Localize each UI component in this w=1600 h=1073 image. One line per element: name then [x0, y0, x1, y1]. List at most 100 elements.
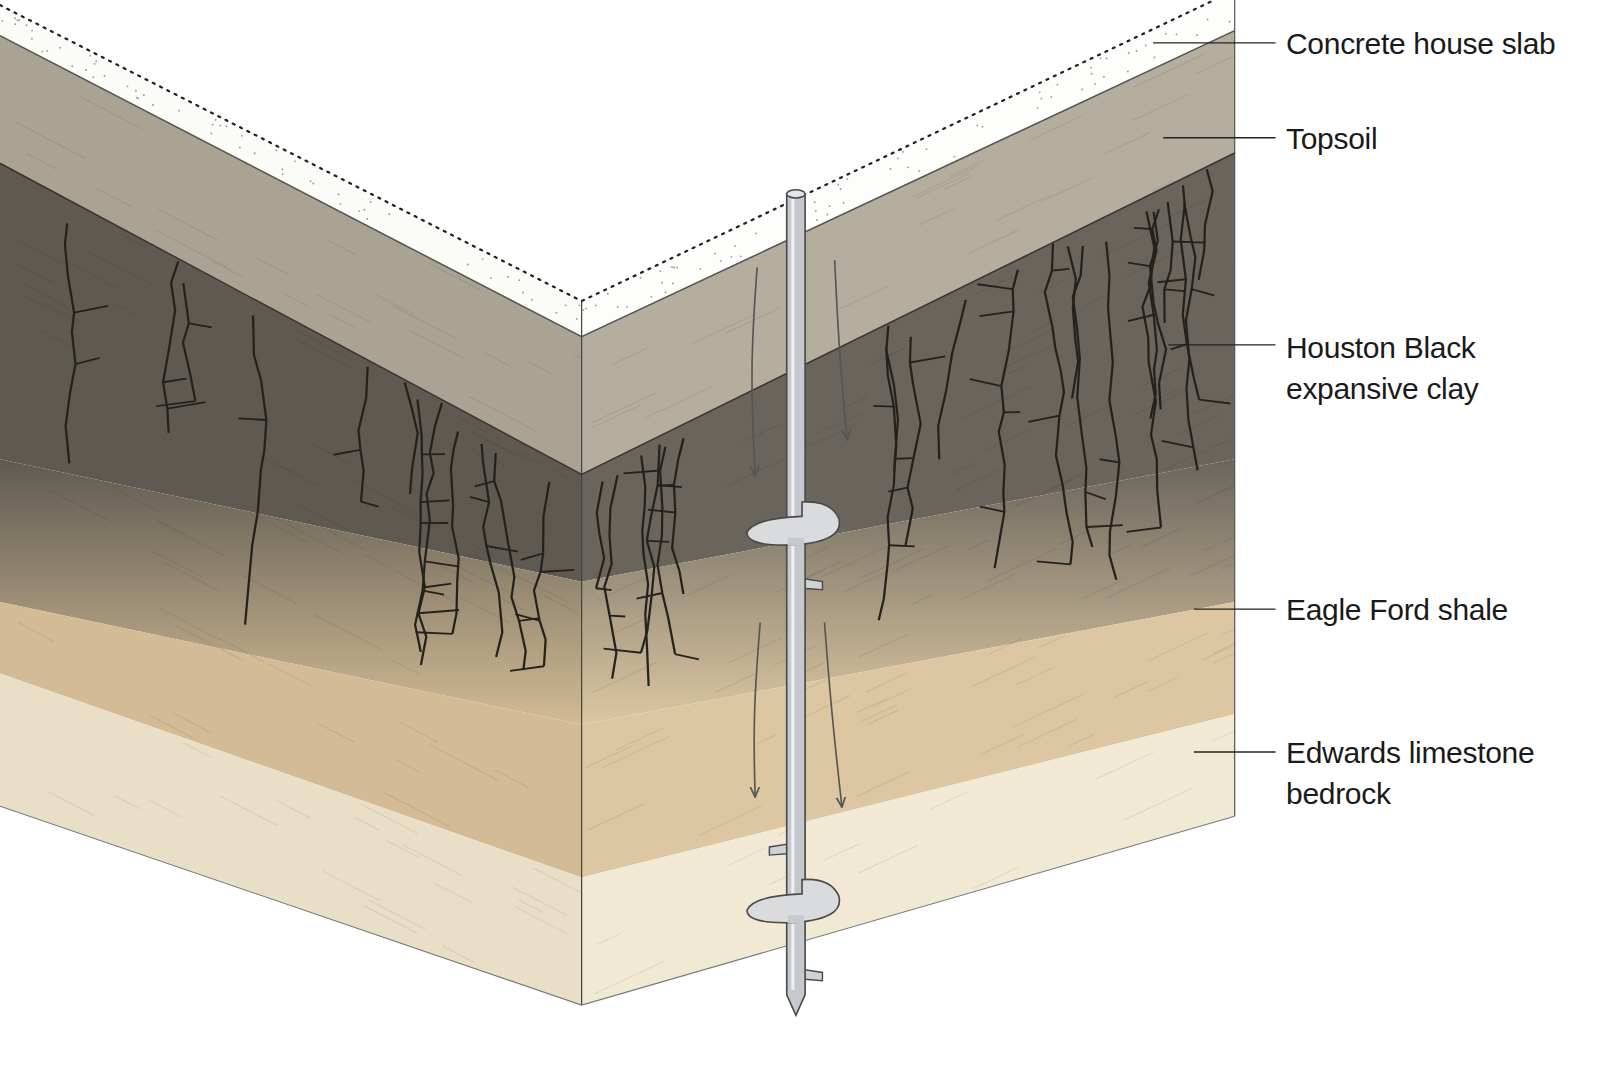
- texture-stroke: [858, 634, 908, 657]
- speckle: [59, 47, 61, 49]
- texture-stroke: [442, 946, 474, 963]
- texture-stroke: [894, 545, 950, 571]
- shaft-top: [787, 190, 805, 198]
- texture-stroke: [1148, 633, 1208, 661]
- layer-label: Edwards limestone bedrock: [1286, 732, 1576, 814]
- texture-stroke: [150, 716, 193, 738]
- crack-branch: [163, 379, 186, 383]
- texture-stroke: [574, 354, 582, 358]
- speckle: [665, 291, 667, 293]
- speckle: [490, 277, 492, 279]
- crack: [641, 444, 660, 652]
- texture-stroke: [1141, 528, 1182, 547]
- texture-stroke: [484, 353, 511, 367]
- speckle: [565, 304, 567, 306]
- speckle: [135, 90, 137, 92]
- speckle: [640, 277, 642, 279]
- texture-stroke: [961, 387, 1030, 420]
- speckle: [1081, 89, 1083, 91]
- crack-branch: [1192, 289, 1214, 295]
- speckle: [607, 293, 609, 295]
- speckle: [31, 38, 33, 40]
- crack-branch: [475, 481, 494, 486]
- texture-stroke: [403, 845, 463, 876]
- texture-stroke: [1133, 55, 1202, 88]
- texture-stroke: [330, 314, 355, 327]
- texture-stroke: [1095, 752, 1153, 779]
- texture-stroke: [313, 614, 383, 650]
- speckle: [902, 151, 904, 153]
- texture-stroke: [1214, 653, 1235, 663]
- texture-stroke: [391, 305, 457, 339]
- texture-stroke: [820, 546, 887, 577]
- crack-branch: [167, 402, 205, 409]
- texture-stroke: [961, 575, 1013, 600]
- texture-stroke: [592, 663, 656, 693]
- crack-branch: [596, 588, 611, 590]
- texture-stroke: [19, 623, 55, 641]
- block: [0, 0, 1276, 1015]
- crack-branch: [1128, 315, 1154, 321]
- texture-stroke: [987, 638, 1022, 654]
- texture-stroke: [1015, 668, 1053, 686]
- texture-stroke: [155, 230, 226, 267]
- crack-branch: [422, 453, 445, 455]
- crack: [451, 431, 459, 633]
- crack: [1045, 243, 1073, 564]
- texture-stroke: [598, 933, 621, 944]
- texture-stroke: [150, 800, 182, 817]
- texture-stroke: [981, 734, 1025, 754]
- texture-stroke: [973, 657, 1036, 686]
- bottom-edge: [0, 806, 1235, 1005]
- speckle: [366, 218, 368, 220]
- speckle: [918, 170, 920, 172]
- texture-stroke: [1085, 295, 1108, 306]
- crack: [183, 283, 195, 401]
- speckle: [672, 283, 674, 285]
- texture-stroke: [80, 96, 143, 129]
- texture-stroke: [755, 735, 776, 745]
- crack-branch: [515, 614, 539, 621]
- speckle: [720, 260, 722, 262]
- crack: [596, 482, 604, 589]
- speckle: [531, 299, 533, 301]
- texture-stroke: [592, 405, 640, 428]
- helix-plate: [747, 879, 840, 922]
- speckle: [282, 173, 284, 175]
- texture-stroke: [957, 470, 1000, 490]
- crack: [245, 316, 266, 625]
- texture-stroke: [118, 490, 161, 512]
- crack-branch: [889, 545, 915, 546]
- texture-stroke: [868, 710, 899, 724]
- soil-texture: [15, 55, 1234, 994]
- crack-branch: [75, 358, 99, 364]
- leader-line: [1163, 137, 1275, 138]
- texture-stroke: [469, 397, 535, 431]
- speckle: [241, 135, 243, 137]
- crack-branch: [604, 649, 641, 653]
- texture-stroke: [1111, 544, 1132, 554]
- texture-stroke: [1195, 56, 1235, 75]
- crack: [995, 270, 1018, 568]
- texture-stroke: [616, 727, 665, 750]
- right-edge: [1234, 0, 1235, 816]
- corner-edge: [581, 301, 582, 1005]
- speckle: [14, 23, 16, 25]
- texture-stroke: [1040, 177, 1093, 202]
- speckle: [388, 213, 390, 215]
- texture-stroke: [1219, 563, 1234, 570]
- speckle: [982, 126, 984, 128]
- texture-stroke: [474, 556, 516, 578]
- texture-stroke: [17, 240, 64, 265]
- texture-stroke: [410, 330, 465, 358]
- crack-branch: [334, 450, 361, 455]
- texture-stroke: [15, 122, 85, 158]
- leader-line: [1194, 609, 1276, 610]
- speckle: [219, 125, 221, 127]
- speckle: [46, 50, 48, 52]
- texture-stroke: [513, 887, 567, 915]
- leader-lines: [1153, 43, 1275, 752]
- texture-stroke: [184, 743, 213, 758]
- texture-stroke: [727, 454, 795, 486]
